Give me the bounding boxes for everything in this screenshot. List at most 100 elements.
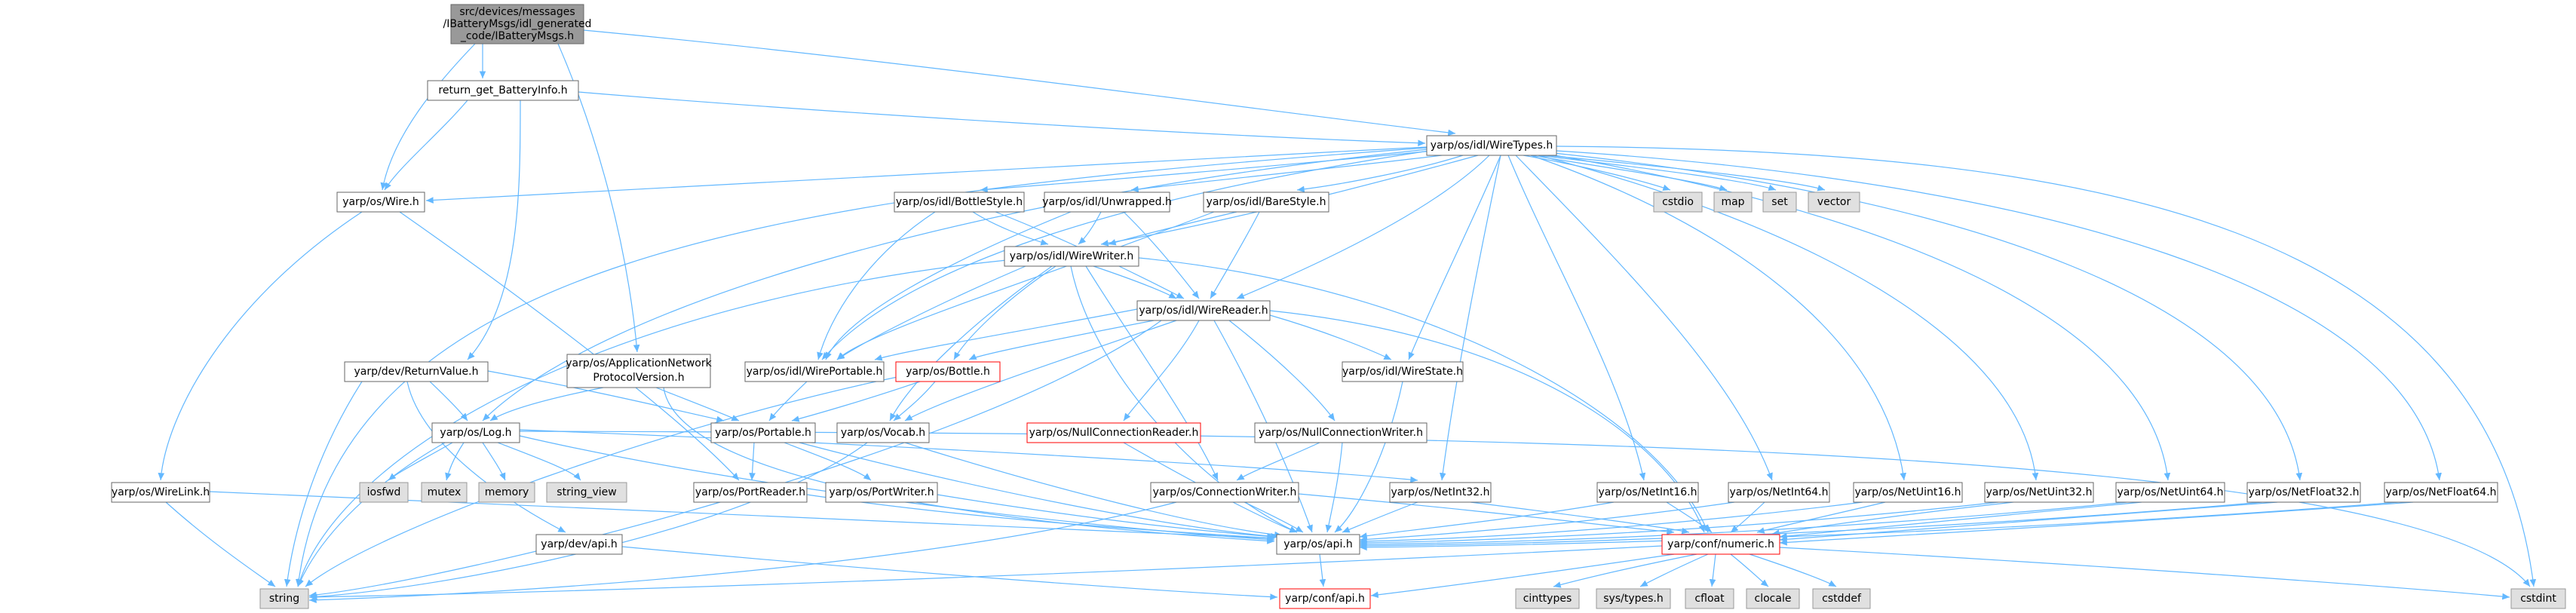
edge-netint16-osapi	[1359, 501, 1615, 539]
edge-netint32-osapi	[1342, 501, 1418, 533]
node-barestyle[interactable]: yarp/os/idl/BareStyle.h	[1203, 192, 1329, 213]
node-ext-string[interactable]: string	[259, 588, 309, 609]
edge-wire-wirelink	[158, 211, 363, 481]
node-ext-string-view[interactable]: string_view	[546, 482, 627, 503]
svg-text:yarp/os/idl/WireTypes.h: yarp/os/idl/WireTypes.h	[1431, 139, 1553, 152]
node-root-ibatterymsgs[interactable]: src/devices/messages /IBatteryMsgs/idl_g…	[443, 4, 592, 44]
node-bottle[interactable]: yarp/os/Bottle.h	[895, 361, 1001, 382]
edge-root-appnet	[557, 43, 640, 353]
edge-wirewriter-bottle	[953, 265, 1056, 360]
node-netfloat64[interactable]: yarp/os/NetFloat64.h	[2384, 482, 2498, 503]
edge-bottlestyle-wirewriter	[972, 211, 1049, 246]
node-vocab[interactable]: yarp/os/Vocab.h	[836, 422, 930, 443]
node-portwriter[interactable]: yarp/os/PortWriter.h	[825, 482, 938, 503]
node-wirestate[interactable]: yarp/os/idl/WireState.h	[1342, 361, 1464, 382]
edge-wiretypes-string	[295, 147, 1428, 587]
svg-text:yarp/os/idl/WireReader.h: yarp/os/idl/WireReader.h	[1139, 305, 1268, 317]
svg-text:yarp/os/idl/WirePortable.h: yarp/os/idl/WirePortable.h	[747, 366, 883, 378]
node-ext-cstddef[interactable]: cstddef	[1812, 588, 1871, 609]
edge-numeric-systypes	[1639, 553, 1709, 587]
svg-text:yarp/os/PortWriter.h: yarp/os/PortWriter.h	[829, 486, 934, 498]
node-ext-cstdio[interactable]: cstdio	[1653, 192, 1703, 213]
edge-root-wire	[380, 43, 476, 191]
node-ext-memory[interactable]: memory	[478, 482, 535, 503]
svg-text:yarp/os/WireLink.h: yarp/os/WireLink.h	[112, 486, 210, 498]
node-ext-map[interactable]: map	[1713, 192, 1753, 213]
edge-return-wiretypes	[578, 91, 1426, 146]
node-ext-set[interactable]: set	[1762, 192, 1797, 213]
svg-text:yarp/os/PortReader.h: yarp/os/PortReader.h	[695, 486, 805, 498]
node-ext-sys-types[interactable]: sys/types.h	[1596, 588, 1671, 609]
edge-wirereader-nullconnwriter	[1228, 320, 1336, 421]
node-returnvalue[interactable]: yarp/dev/ReturnValue.h	[344, 361, 489, 382]
node-netuint64[interactable]: yarp/os/NetUint64.h	[2115, 482, 2225, 503]
node-ext-clocale[interactable]: clocale	[1746, 588, 1800, 609]
edge-returnvalue-devapi	[406, 381, 566, 533]
svg-text:yarp/os/ConnectionWriter.h: yarp/os/ConnectionWriter.h	[1153, 486, 1297, 498]
edge-netint64-numeric	[1730, 501, 1765, 533]
edge-netint32-numeric	[1470, 501, 1690, 535]
edge-wiretypes-unwrapped	[1130, 154, 1449, 193]
node-ext-cinttypes[interactable]: cinttypes	[1515, 588, 1580, 609]
node-applicationnetworkprotocolversion[interactable]: yarp/os/ApplicationNetworkProtocolVersio…	[566, 354, 713, 388]
node-connectionwriter[interactable]: yarp/os/ConnectionWriter.h	[1150, 482, 1299, 503]
edge-connwriter-string	[308, 501, 1177, 604]
svg-text:yarp/os/NullConnectionReader.h: yarp/os/NullConnectionReader.h	[1029, 427, 1199, 439]
svg-text:yarp/os/idl/BottleStyle.h: yarp/os/idl/BottleStyle.h	[896, 196, 1023, 208]
edge-wiretypes-netfloat64	[1556, 150, 2442, 481]
edge-returnvalue-portable	[487, 370, 725, 423]
edge-nullconnwriter-osapi	[1325, 442, 1343, 533]
node-ext-cfloat[interactable]: cfloat	[1685, 588, 1734, 609]
node-wirewriter[interactable]: yarp/os/idl/WireWriter.h	[1004, 246, 1139, 267]
svg-text:yarp/os/Bottle.h: yarp/os/Bottle.h	[906, 366, 990, 378]
node-dev-api[interactable]: yarp/dev/api.h	[535, 534, 623, 555]
node-conf-api[interactable]: yarp/conf/api.h	[1279, 588, 1371, 609]
node-ext-mutex[interactable]: mutex	[421, 482, 468, 503]
svg-text:sys/types.h: sys/types.h	[1603, 593, 1663, 605]
edge-netfloat64-osapi	[1359, 501, 2399, 551]
node-wirelink[interactable]: yarp/os/WireLink.h	[111, 482, 210, 503]
svg-text:mutex: mutex	[428, 486, 462, 498]
edge-portable-portwriter	[784, 442, 872, 481]
edge-devapi-confapi	[621, 546, 1278, 600]
edge-wiretypes-barestyle	[1296, 155, 1464, 193]
node-netfloat32[interactable]: yarp/os/NetFloat32.h	[2246, 482, 2361, 503]
edge-wirelink-osapi	[209, 491, 1275, 541]
node-netint16[interactable]: yarp/os/NetInt16.h	[1596, 482, 1699, 503]
node-nullconnectionwriter[interactable]: yarp/os/NullConnectionWriter.h	[1254, 422, 1428, 443]
node-portable[interactable]: yarp/os/Portable.h	[710, 422, 816, 443]
node-nullconnectionreader[interactable]: yarp/os/NullConnectionReader.h	[1026, 422, 1201, 443]
node-os-api[interactable]: yarp/os/api.h	[1276, 534, 1360, 555]
svg-text:return_get_BatteryInfo.h: return_get_BatteryInfo.h	[438, 84, 567, 97]
edge-barestyle-wirereader	[1210, 211, 1260, 299]
node-netuint16[interactable]: yarp/os/NetUint16.h	[1853, 482, 1963, 503]
node-unwrapped[interactable]: yarp/os/idl/Unwrapped.h	[1042, 192, 1172, 213]
node-wirereader[interactable]: yarp/os/idl/WireReader.h	[1136, 300, 1271, 321]
node-return-get-batteryinfo[interactable]: return_get_BatteryInfo.h	[427, 80, 579, 101]
node-conf-numeric[interactable]: yarp/conf/numeric.h	[1661, 534, 1780, 555]
edge-wirereader-wireportable	[874, 308, 1138, 361]
svg-text:yarp/dev/api.h: yarp/dev/api.h	[541, 538, 617, 550]
edge-log-mutex	[445, 442, 465, 481]
node-wire[interactable]: yarp/os/Wire.h	[336, 192, 425, 213]
node-netint64[interactable]: yarp/os/NetInt64.h	[1728, 482, 1830, 503]
edge-wiretypes-cstdint	[1556, 146, 2537, 587]
node-ext-vector[interactable]: vector	[1808, 192, 1860, 213]
edge-wiretypes-set	[1538, 155, 1777, 191]
node-wiretypes[interactable]: yarp/os/idl/WireTypes.h	[1426, 135, 1557, 156]
edge-bottle-vocab	[893, 381, 936, 421]
node-portreader[interactable]: yarp/os/PortReader.h	[693, 482, 808, 503]
svg-text:yarp/os/idl/BareStyle.h: yarp/os/idl/BareStyle.h	[1207, 196, 1326, 208]
node-wireportable[interactable]: yarp/os/idl/WirePortable.h	[744, 361, 885, 382]
node-netuint32[interactable]: yarp/os/NetUint32.h	[1984, 482, 2094, 503]
node-bottlestyle[interactable]: yarp/os/idl/BottleStyle.h	[894, 192, 1025, 213]
node-netint32[interactable]: yarp/os/NetInt32.h	[1389, 482, 1492, 503]
node-ext-cstdint[interactable]: cstdint	[2510, 588, 2566, 609]
edge-wirereader-wirestate	[1269, 314, 1392, 360]
edge-numeric-cfloat	[1709, 553, 1716, 587]
svg-text:ProtocolVersion.h: ProtocolVersion.h	[593, 372, 684, 384]
edge-returnvalue-string	[284, 381, 363, 587]
node-ext-iosfwd[interactable]: iosfwd	[359, 482, 409, 503]
edge-wiretypes-netuint32	[1538, 155, 2039, 481]
node-log[interactable]: yarp/os/Log.h	[431, 422, 520, 443]
